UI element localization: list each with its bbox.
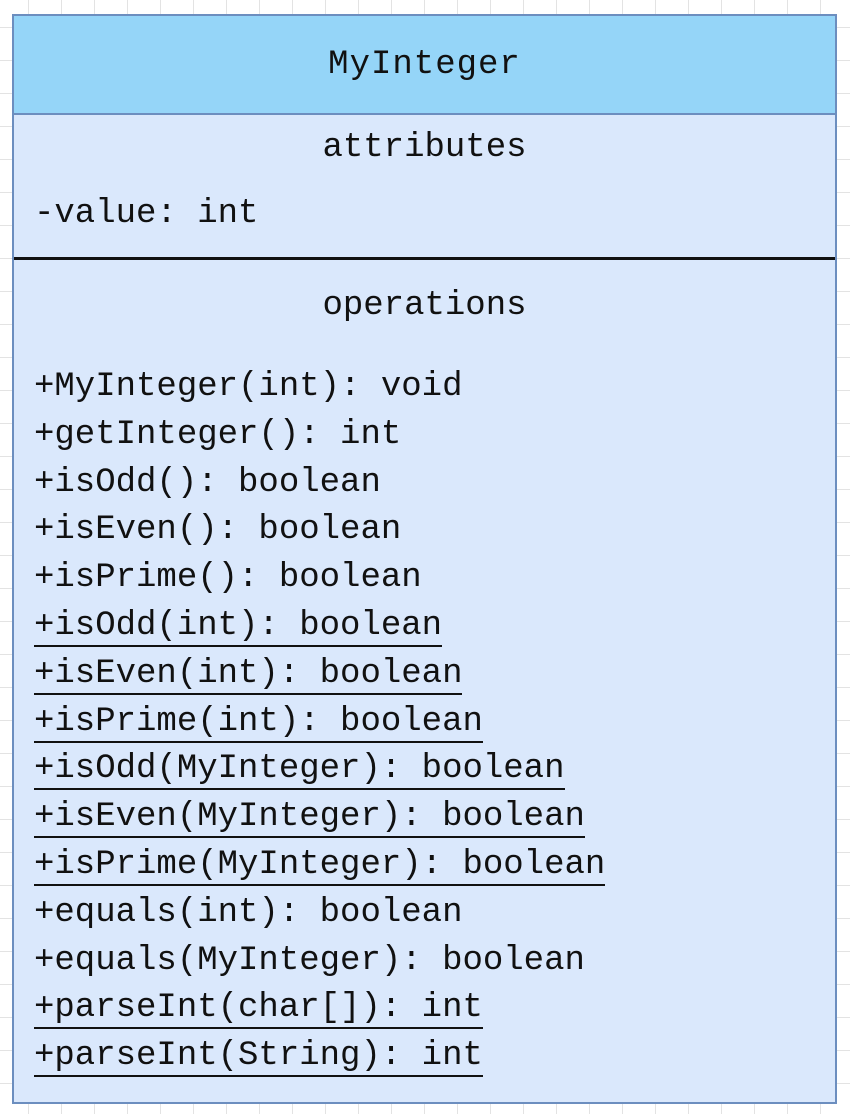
operation-item: +isEven(MyInteger): boolean [34,797,605,845]
operation-label: +isEven(int): boolean [34,654,463,695]
operations-list: +MyInteger(int): void +getInteger(): int… [34,367,606,1084]
operation-item: +MyInteger(int): void [34,367,605,415]
operation-label: +equals(MyInteger): boolean [34,941,585,980]
section-divider [14,257,835,260]
operation-label: +isOdd(): boolean [34,463,381,502]
operation-label: +isEven(MyInteger): boolean [34,798,585,839]
operation-label: +isOdd(MyInteger): boolean [34,750,565,791]
operation-label: +isOdd(int): boolean [34,606,443,647]
operation-label: +parseInt(char[]): int [34,989,483,1030]
operation-label: +isPrime(int): boolean [34,702,483,743]
operation-item: +parseInt(String): int [34,1036,605,1084]
attributes-section-title: attributes [322,129,527,167]
operation-item: +isPrime(int): boolean [34,702,605,750]
operation-label: +isPrime(): boolean [34,559,422,598]
operation-item: +equals(MyInteger): boolean [34,941,605,989]
operation-label: +isEven(): boolean [34,511,402,550]
operation-label: +equals(int): boolean [34,893,463,932]
operation-item: +isOdd(): boolean [34,463,605,511]
class-header: MyInteger [14,16,835,115]
uml-class-box[interactable]: MyInteger attributes -value: int operati… [12,14,837,1104]
operation-item: +parseInt(char[]): int [34,988,605,1036]
operation-item: +getInteger(): int [34,415,605,463]
operation-item: +isEven(int): boolean [34,654,605,702]
class-name: MyInteger [328,45,521,84]
operation-item: +isOdd(MyInteger): boolean [34,749,605,797]
operation-label: +MyInteger(int): void [34,368,463,406]
operation-item: +isPrime(): boolean [34,558,605,606]
operation-label: +isPrime(MyInteger): boolean [34,845,606,886]
operation-item: +isEven(): boolean [34,510,605,558]
operations-section-title: operations [322,287,527,325]
operation-item: +equals(int): boolean [34,893,605,941]
operation-item: +isPrime(MyInteger): boolean [34,845,606,893]
operation-item: +isOdd(int): boolean [34,606,605,654]
attribute-value: -value: int [34,195,259,233]
operation-label: +parseInt(String): int [34,1037,483,1078]
operation-label: +getInteger(): int [34,415,402,454]
